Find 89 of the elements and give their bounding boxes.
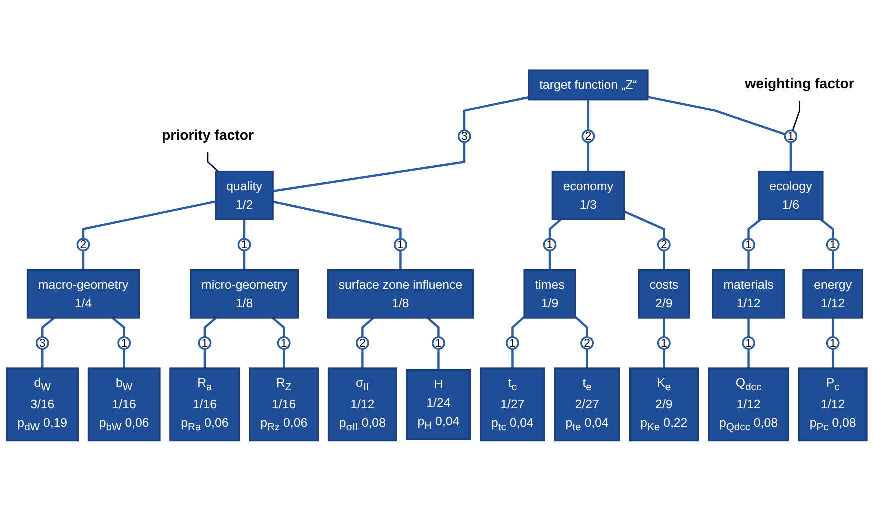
connector — [207, 152, 219, 172]
node-box — [708, 368, 790, 442]
connector — [790, 142, 792, 172]
node-circle — [826, 238, 840, 252]
node-box — [629, 368, 700, 442]
node-box — [638, 269, 690, 319]
node-box — [190, 269, 299, 319]
node-box — [758, 170, 824, 220]
connector — [548, 218, 562, 240]
node-circle — [76, 238, 90, 252]
connector — [832, 250, 834, 270]
node-box — [328, 368, 398, 442]
connector — [648, 96, 786, 136]
node-circle — [458, 130, 472, 144]
connector — [282, 349, 286, 369]
connector — [272, 142, 466, 192]
node-circle — [238, 238, 252, 252]
connector — [42, 349, 44, 369]
connector — [548, 250, 552, 270]
connector — [574, 316, 588, 338]
node-box — [554, 368, 620, 442]
node-circle — [118, 336, 132, 350]
connector — [243, 250, 246, 270]
connector — [204, 317, 218, 338]
connector — [832, 318, 834, 338]
connector — [748, 349, 750, 369]
connector — [663, 318, 666, 338]
connector — [400, 250, 402, 270]
node-circle — [277, 336, 291, 350]
node-circle — [543, 238, 557, 252]
node-circle — [506, 336, 520, 350]
connector — [663, 349, 666, 369]
connector — [586, 349, 588, 369]
connector — [512, 349, 514, 369]
node-box — [88, 368, 161, 442]
connector — [82, 250, 85, 270]
node-circle — [657, 336, 671, 350]
connector — [463, 96, 530, 131]
connector — [748, 218, 762, 240]
node-box — [552, 170, 626, 220]
node-box — [480, 368, 546, 442]
node-circle — [742, 336, 756, 350]
connector — [362, 349, 364, 369]
connector — [362, 317, 374, 338]
connector — [748, 250, 750, 270]
node-box — [524, 269, 576, 319]
connector — [587, 142, 590, 172]
connector — [243, 220, 246, 240]
node-text: weighting factor — [745, 77, 854, 92]
node-circle — [826, 336, 840, 350]
connector — [204, 349, 206, 369]
node-circle — [657, 238, 671, 252]
connector — [820, 218, 834, 240]
node-box — [215, 170, 274, 220]
node-circle — [582, 130, 596, 144]
node-text: priority factor — [162, 128, 254, 144]
node-box — [6, 368, 80, 442]
node-box — [170, 368, 240, 442]
connector — [792, 101, 800, 132]
connector — [512, 316, 526, 338]
node-box — [528, 70, 649, 101]
node-box — [802, 269, 864, 319]
connector — [624, 210, 666, 240]
connector — [748, 318, 750, 338]
node-circle — [580, 336, 594, 350]
connector — [587, 100, 590, 131]
node-circle — [432, 336, 446, 350]
node-box — [249, 368, 320, 442]
connector — [272, 200, 402, 240]
connector — [663, 250, 666, 270]
node-box — [712, 269, 786, 319]
node-circle — [742, 238, 756, 252]
connector — [112, 317, 126, 338]
connector — [426, 317, 440, 338]
connector — [832, 349, 834, 369]
connector — [272, 317, 286, 338]
node-box — [798, 368, 868, 442]
node-box — [26, 269, 140, 319]
node-circle — [356, 336, 370, 350]
connector — [123, 349, 126, 369]
node-circle — [784, 130, 798, 144]
node-circle — [36, 336, 50, 350]
node-circle — [394, 238, 408, 252]
connector — [438, 349, 440, 370]
connector — [42, 317, 56, 338]
node-circle — [198, 336, 212, 350]
node-box — [406, 369, 472, 440]
connector — [82, 200, 216, 240]
node-box — [327, 269, 474, 319]
